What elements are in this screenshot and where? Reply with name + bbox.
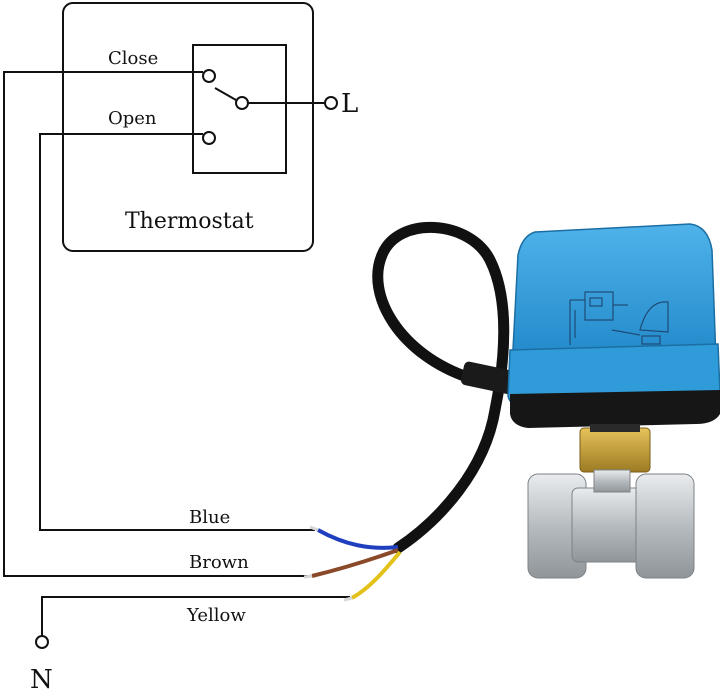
close-terminal	[202, 69, 216, 83]
switch-blade	[214, 87, 237, 101]
cable-grommet	[461, 361, 517, 395]
live-terminal	[324, 96, 338, 110]
neutral-terminal	[35, 635, 49, 649]
open-terminal	[202, 131, 216, 145]
switch-inner-box	[192, 44, 287, 174]
common-terminal	[235, 96, 249, 110]
brown-wire	[311, 548, 399, 578]
blue-wire	[317, 528, 399, 550]
brass-coupling	[579, 427, 651, 473]
open-line	[39, 133, 315, 531]
neutral-line	[41, 596, 350, 636]
yellow-wire	[351, 550, 402, 600]
valve-right-port	[635, 473, 695, 579]
actuator-printed-diagram	[569, 291, 669, 345]
close-label: Close	[108, 48, 158, 69]
close-line	[3, 71, 310, 577]
thermostat-outer-box	[62, 2, 314, 252]
actuator-base	[510, 390, 720, 428]
live-label: L	[341, 89, 358, 119]
wire-label-yellow: Yellow	[186, 605, 246, 626]
actuator-cable	[372, 221, 510, 554]
open-label: Open	[108, 108, 157, 129]
motorized-valve	[303, 221, 720, 602]
wire-label-blue: Blue	[189, 507, 230, 528]
wire-label-brown: Brown	[189, 552, 249, 573]
neutral-label: N	[30, 665, 53, 692]
thermostat-title: Thermostat	[125, 209, 254, 234]
